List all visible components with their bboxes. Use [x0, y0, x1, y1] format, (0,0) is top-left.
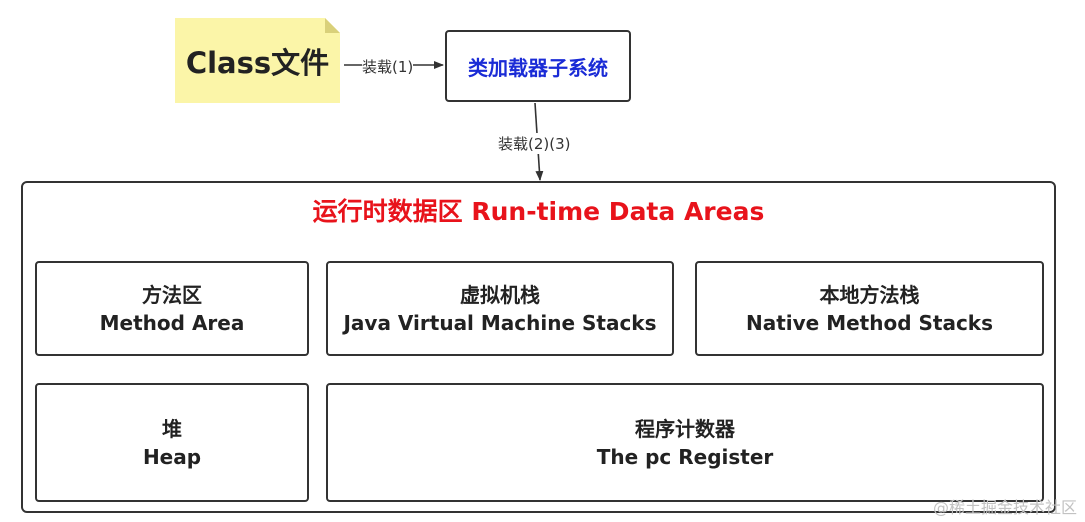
method-area-en: Method Area — [99, 310, 245, 335]
heap-en: Heap — [142, 444, 202, 469]
pc-register-en: The pc Register — [596, 444, 774, 469]
arrow-load-1-label: 装载(1) — [362, 56, 414, 77]
watermark: @稀土掘金技术社区 — [932, 498, 1077, 517]
runtime-data-area-title: 运行时数据区 Run-time Data Areas — [312, 197, 765, 226]
class-loader-label: 类加载器子系统 — [468, 55, 608, 80]
class-file-note: Class文件 — [175, 18, 340, 103]
arrow-load-2-3-label: 装载(2)(3) — [498, 133, 571, 154]
method-area-zh: 方法区 — [142, 282, 202, 307]
class-loader-subsystem-box: 类加载器子系统 — [445, 30, 631, 102]
native-stacks-zh: 本地方法栈 — [819, 282, 920, 307]
jvm-stacks-zh: 虚拟机栈 — [460, 282, 540, 307]
jvm-stacks-box: 虚拟机栈 Java Virtual Machine Stacks — [326, 261, 674, 356]
jvm-stacks-en: Java Virtual Machine Stacks — [343, 310, 657, 335]
class-file-label: Class文件 — [185, 45, 330, 80]
heap-box: 堆 Heap — [35, 383, 309, 502]
method-area-box: 方法区 Method Area — [35, 261, 309, 356]
heap-zh: 堆 — [162, 416, 182, 441]
pc-register-box: 程序计数器 The pc Register — [326, 383, 1044, 502]
native-stacks-en: Native Method Stacks — [745, 310, 994, 335]
pc-register-zh: 程序计数器 — [635, 416, 735, 441]
native-method-stacks-box: 本地方法栈 Native Method Stacks — [695, 261, 1044, 356]
